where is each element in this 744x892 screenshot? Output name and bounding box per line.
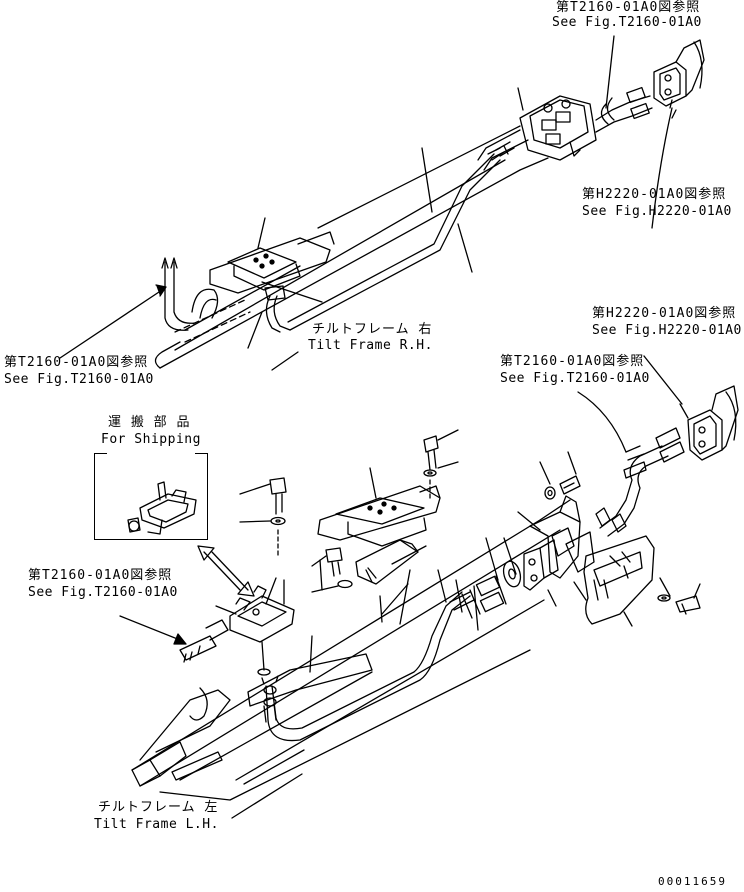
ref-label-mid-left-jp: 第T2160-01A0図参照 xyxy=(28,568,173,583)
ref-label-h2220-upper-en: See Fig.H2220-01A0 xyxy=(582,204,732,219)
shipping-part-inset xyxy=(127,481,255,597)
tilt-frame-rh-label-en: Tilt Frame R.H. xyxy=(308,338,433,353)
shipping-label-en: For Shipping xyxy=(101,432,201,447)
ref-label-mid-left-en: See Fig.T2160-01A0 xyxy=(28,585,178,600)
ref-label-top-left-en: See Fig.T2160-01A0 xyxy=(4,372,154,387)
drawing-number: 00011659 xyxy=(658,875,727,888)
ref-label-h2220-upper-jp: 第H2220-01A0図参照 xyxy=(582,187,727,202)
tilt-frame-rh-label-jp: チルトフレーム 右 xyxy=(312,322,433,337)
ref-label-h2220-lower-jp: 第H2220-01A0図参照 xyxy=(592,306,737,321)
tilt-frame-lh-assembly xyxy=(119,355,739,819)
ref-label-mid-right-en: See Fig.T2160-01A0 xyxy=(500,371,650,386)
ref-label-top-right-jp: 第T2160-01A0図参照 xyxy=(556,0,701,15)
tilt-frame-rh-assembly xyxy=(59,35,705,371)
shipping-label-jp: 運 搬 部 品 xyxy=(108,415,191,430)
ref-label-h2220-lower-en: See Fig.H2220-01A0 xyxy=(592,323,742,338)
ref-label-top-right-en: See Fig.T2160-01A0 xyxy=(552,15,702,30)
ref-label-top-left-jp: 第T2160-01A0図参照 xyxy=(4,355,149,370)
tilt-frame-lh-label-en: Tilt Frame L.H. xyxy=(94,817,219,832)
ref-label-mid-right-jp: 第T2160-01A0図参照 xyxy=(500,354,645,369)
tilt-frame-lh-label-jp: チルトフレーム 左 xyxy=(98,800,219,815)
shipping-inset-frame xyxy=(94,453,208,540)
